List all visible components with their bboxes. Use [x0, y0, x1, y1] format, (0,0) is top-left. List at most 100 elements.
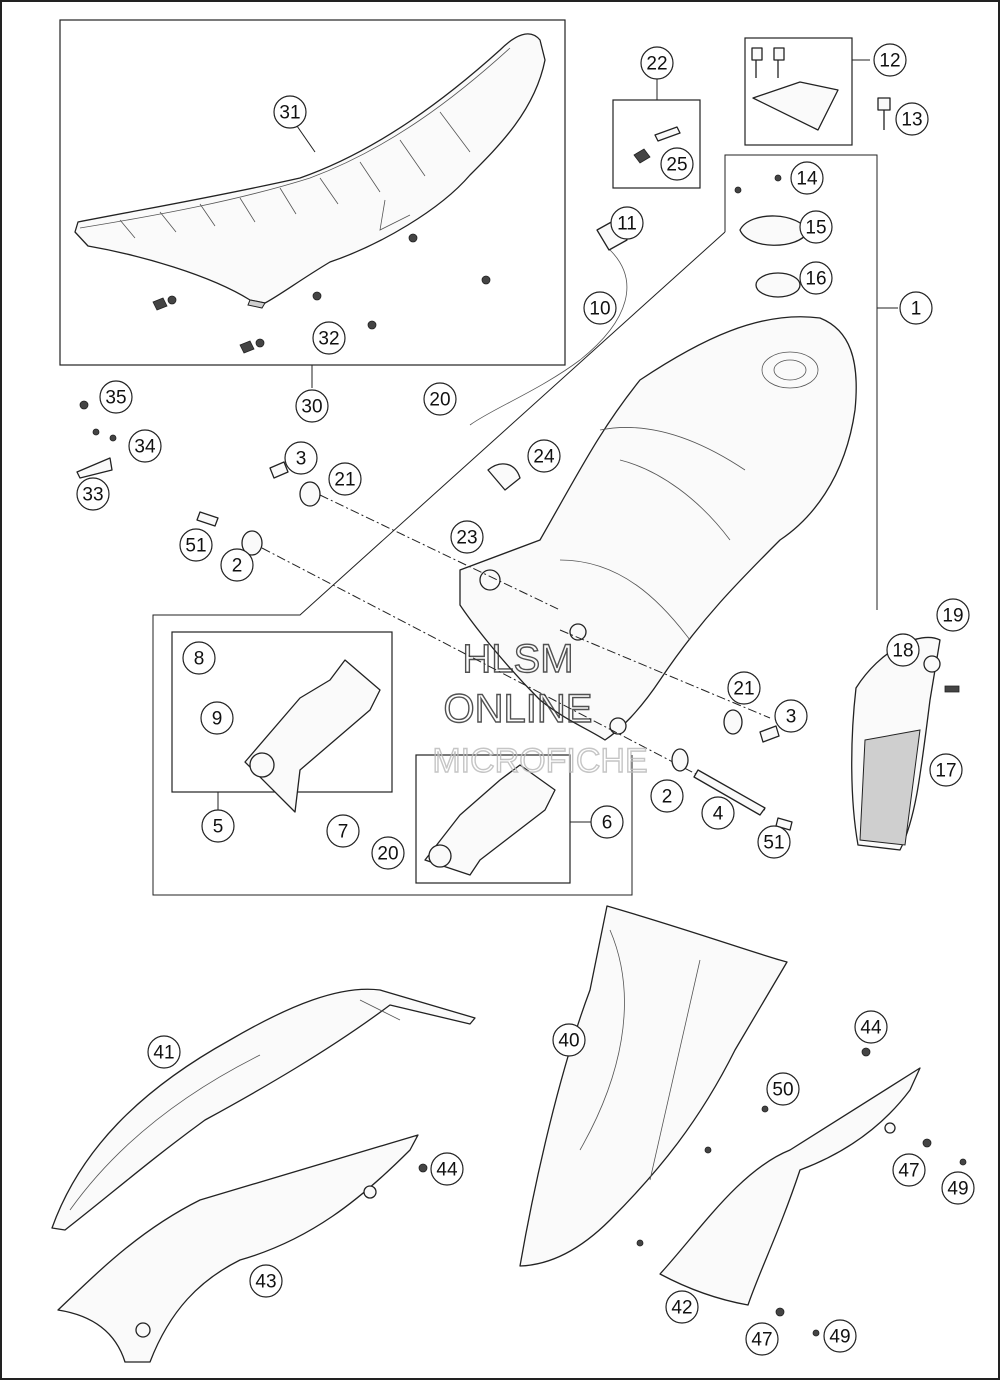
mount-hardware-right: [671, 709, 793, 831]
callout-circle: [701, 796, 735, 830]
callout-circle: [312, 321, 346, 355]
callout-label: 6: [602, 813, 613, 834]
callout-c24: 24: [527, 439, 561, 473]
callout-circle: [99, 380, 133, 414]
callout-circle: [873, 43, 907, 77]
callout-circle: [249, 1264, 283, 1298]
callout-c32: 32: [312, 321, 346, 355]
callout-label: 2: [662, 787, 673, 808]
callout-label: 14: [796, 169, 818, 190]
callout-c2a: 2: [220, 548, 254, 582]
callout-label: 35: [105, 388, 126, 409]
callout-c42: 42: [665, 1290, 699, 1324]
clip-part: [633, 148, 651, 164]
callout-c33: 33: [76, 477, 110, 511]
callout-label: 17: [935, 761, 956, 782]
callout-circle: [774, 699, 808, 733]
callout-c12: 12: [873, 43, 907, 77]
callout-c35: 35: [99, 380, 133, 414]
callout-circle: [799, 261, 833, 295]
callout-label: 3: [296, 449, 307, 470]
callout-circle: [727, 671, 761, 705]
callout-c51a: 51: [179, 528, 213, 562]
callout-label: 25: [666, 155, 687, 176]
callout-label: 33: [82, 485, 103, 506]
callout-label: 21: [733, 679, 754, 700]
callout-label: 19: [942, 606, 963, 627]
callout-label: 21: [334, 470, 355, 491]
callout-circle: [660, 147, 694, 181]
watermark-line-1: HLSM: [462, 637, 573, 681]
callout-circle: [147, 1035, 181, 1069]
callout-label: 43: [255, 1272, 276, 1293]
callout-c20b: 20: [371, 836, 405, 870]
callout-circle: [936, 598, 970, 632]
callout-c31: 31: [273, 95, 307, 129]
callout-label: 3: [786, 707, 797, 728]
callout-c13: 13: [895, 102, 929, 136]
callout-c19: 19: [936, 598, 970, 632]
callout-circle: [200, 701, 234, 735]
callout-circle: [179, 528, 213, 562]
callout-label: 9: [212, 709, 223, 730]
callout-label: 47: [898, 1161, 919, 1182]
callout-label: 8: [194, 649, 205, 670]
callout-c20a: 20: [423, 382, 457, 416]
callout-circle: [583, 291, 617, 325]
callout-circle: [201, 809, 235, 843]
key-parts: [751, 47, 891, 131]
callout-label: 11: [617, 214, 637, 235]
callout-label: 2: [232, 556, 243, 577]
callout-label: 5: [213, 817, 224, 838]
callout-c21a: 21: [328, 462, 362, 496]
callout-labels: 3132302225121314151611110203534333212423…: [76, 43, 975, 1356]
callout-circle: [799, 210, 833, 244]
callout-c7: 7: [326, 814, 360, 848]
callout-c5: 5: [201, 809, 235, 843]
chain-guard-left-part: [244, 659, 381, 813]
callout-circle: [284, 441, 318, 475]
callout-label: 42: [671, 1298, 692, 1319]
side-panel-43-part: [57, 1134, 419, 1363]
small-parts-left: [76, 400, 521, 556]
callout-label: 16: [805, 269, 826, 290]
callout-c41: 41: [147, 1035, 181, 1069]
chain-guard-right-part: [424, 764, 556, 876]
side-panel-41-part: [51, 988, 476, 1231]
callout-c44a: 44: [854, 1010, 888, 1044]
guard-hole: [249, 752, 275, 778]
callout-c17: 17: [929, 753, 963, 787]
callout-c40: 40: [552, 1023, 586, 1057]
callout-circle: [854, 1010, 888, 1044]
callout-circle: [895, 102, 929, 136]
callout-c4: 4: [701, 796, 735, 830]
callout-circle: [941, 1171, 975, 1205]
guard-6-box: [415, 754, 571, 884]
axis-line-upper: [319, 494, 561, 611]
callout-c8: 8: [182, 641, 216, 675]
callout-c3a: 3: [284, 441, 318, 475]
callout-label: 50: [772, 1080, 793, 1101]
callout-c1: 1: [899, 291, 933, 325]
callout-circle: [650, 779, 684, 813]
callout-c22: 22: [640, 46, 674, 80]
callout-label: 51: [763, 833, 784, 854]
side-panel-42-part: [659, 1067, 921, 1306]
callout-c2b: 2: [650, 779, 684, 813]
callout-circle: [766, 1072, 800, 1106]
callout-circle: [590, 805, 624, 839]
callout-circle: [128, 429, 162, 463]
callout-circle: [182, 641, 216, 675]
callout-label: 4: [713, 804, 724, 825]
callout-c18: 18: [886, 633, 920, 667]
callout-c50: 50: [766, 1072, 800, 1106]
callout-circle: [610, 206, 644, 240]
callout-c21b: 21: [727, 671, 761, 705]
callout-label: 22: [646, 54, 667, 75]
callout-label: 15: [805, 218, 826, 239]
guard-hole-right: [428, 844, 452, 868]
callout-circle: [929, 753, 963, 787]
callout-label: 31: [279, 103, 300, 124]
callout-circle: [423, 382, 457, 416]
